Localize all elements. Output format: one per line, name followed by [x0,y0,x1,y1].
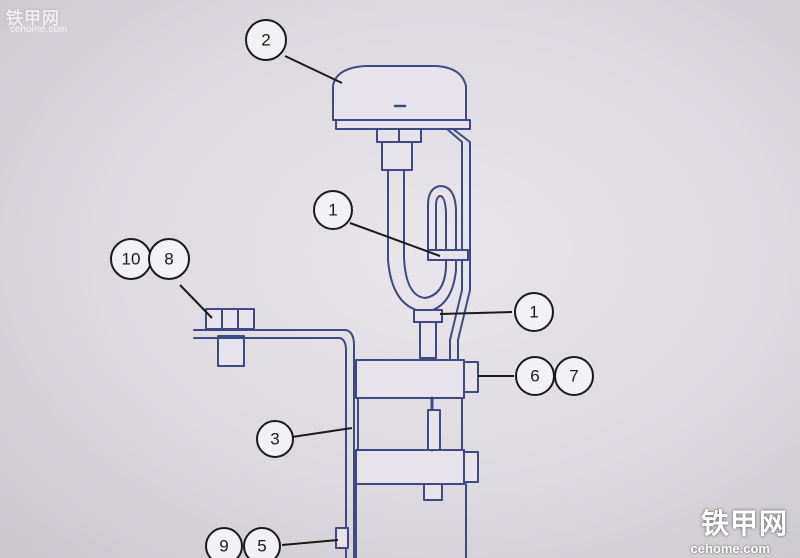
leader-3 [291,427,353,438]
bolt-shank [217,335,245,367]
bracket-arm-lower [193,337,347,558]
svg-text:1: 1 [529,303,538,322]
cap-nut-left [376,128,400,143]
pipe-clamp-lower [413,309,443,323]
frame-middle-block [355,449,465,485]
callout-1-upper: 1 [313,190,353,230]
cap-nut-right [398,128,422,143]
mounting-strap-inner [446,128,463,361]
svg-text:8: 8 [164,250,173,269]
nut-upper-right [463,361,479,393]
watermark-bottom-right: 铁甲网 [700,508,788,539]
svg-text:2: 2 [261,31,270,50]
bolt-head [205,308,255,330]
svg-text:10: 10 [122,250,141,269]
watermark-top-left: 铁甲网 [6,9,60,28]
watermark-bottom-right-domain: cehome.com [690,541,770,556]
callout-2: 2 [245,19,287,61]
leader-8 [179,284,213,319]
cap-base-plate [335,119,471,130]
inner-rod-sleeve [427,409,441,451]
svg-text:6: 6 [530,367,539,386]
svg-text:9: 9 [219,537,228,556]
mounting-strap [452,128,471,361]
callout-1-lower: 1 [514,292,554,332]
cap-stem [381,141,413,171]
callout-6: 6 [515,356,555,396]
callout-8: 8 [148,238,190,280]
bottom-fastener [335,527,349,549]
leader-1-lower [439,311,513,315]
nut-lower-right [463,451,479,483]
callout-9: 9 [205,527,243,558]
u-pipe-inner [403,169,447,299]
lower-connector [419,321,437,359]
pipe-clamp-upper [427,249,469,261]
svg-text:3: 3 [270,430,279,449]
svg-text:1: 1 [328,201,337,220]
dome-cap [332,65,467,121]
callout-10: 10 [110,238,152,280]
svg-text:5: 5 [257,537,266,556]
leader-5 [281,539,339,546]
leader-1-upper [349,222,441,257]
bracket-arm [193,329,355,558]
watermark-top-left-domain: cehome.com [10,24,68,35]
callout-7: 7 [554,356,594,396]
leader-2 [284,55,343,84]
callout-3: 3 [256,420,294,458]
frame-upper-block [355,359,465,399]
svg-text:7: 7 [569,367,578,386]
callout-5: 5 [243,527,281,558]
u-pipe-outer [387,169,457,313]
